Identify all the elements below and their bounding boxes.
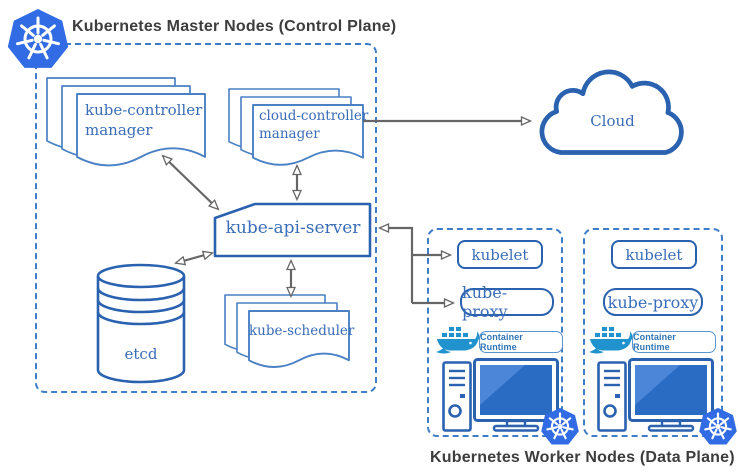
worker1-docker-icon (436, 326, 479, 354)
kube-controller-manager-label: kube-controller manager (85, 101, 203, 140)
cloud-controller-manager-docs-icon (228, 88, 364, 166)
kube-scheduler-label: kube-scheduler (249, 323, 355, 339)
worker2-container-runtime-badge: Container Runtime (632, 331, 716, 353)
worker1-computer-monitor-icon (473, 358, 559, 432)
worker-node-2-boundary (583, 228, 723, 437)
cloud-controller-manager-label: cloud-controller manager (259, 108, 369, 143)
kube-scheduler-docs-icon (224, 294, 350, 368)
worker1-container-runtime-badge: Container Runtime (479, 331, 563, 353)
cloud-label: Cloud (590, 112, 635, 130)
master-title: Kubernetes Master Nodes (Control Plane) (72, 18, 397, 35)
kube-controller-manager-docs-icon (46, 77, 206, 167)
kube-api-server-label: kube-api-server (225, 218, 361, 238)
worker1-kube-proxy-box: kube-proxy (460, 283, 554, 321)
etcd-database-icon (96, 263, 186, 384)
kubernetes-logo-icon (7, 9, 69, 68)
worker2-docker-icon (589, 326, 632, 354)
worker2-computer-tower-icon (597, 361, 627, 432)
kube-api-server-box (213, 202, 372, 258)
worker1-computer-tower-icon (442, 361, 472, 432)
worker1-kubernetes-logo-icon (541, 407, 579, 445)
etcd-label: etcd (124, 345, 158, 363)
worker2-computer-monitor-icon (628, 358, 714, 432)
worker-node-1-boundary (427, 228, 563, 437)
worker2-kubelet-box: kubelet (611, 240, 697, 269)
master-nodes-boundary (35, 43, 377, 393)
worker2-kubernetes-logo-icon (699, 407, 737, 445)
cloud-icon (539, 69, 684, 155)
arrow-workers-apiserver (377, 222, 414, 303)
worker2-kube-proxy-box: kube-proxy (603, 288, 703, 316)
workers-title: Kubernetes Worker Nodes (Data Plane) (430, 449, 735, 466)
worker1-kubelet-box: kubelet (457, 240, 543, 269)
